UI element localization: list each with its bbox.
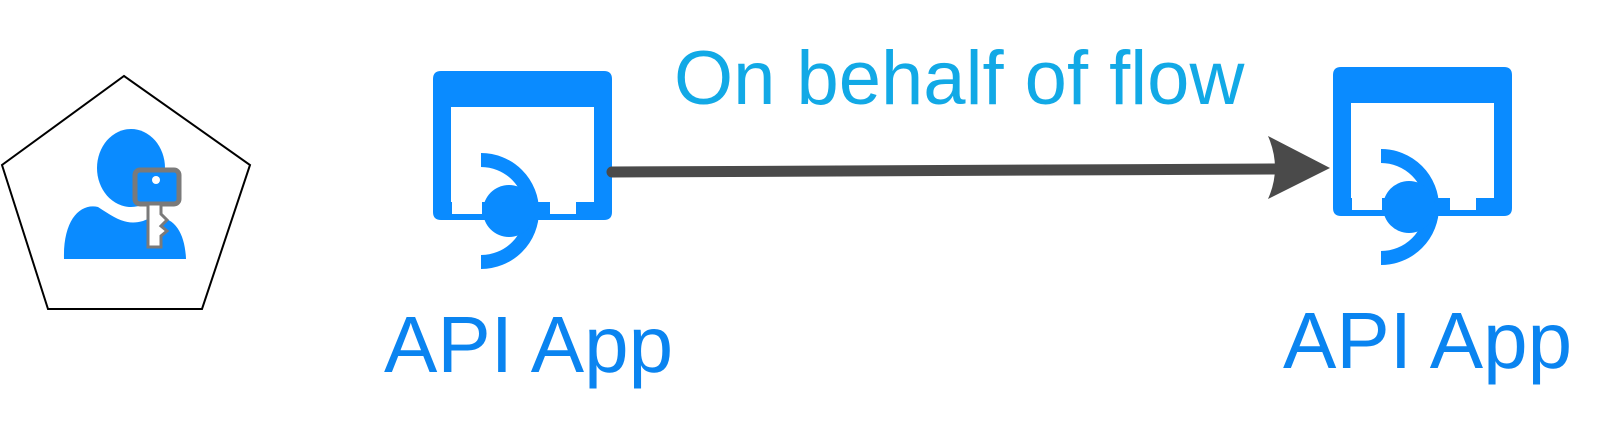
target-api-app[interactable]: API App: [1283, 67, 1572, 385]
source-api-app[interactable]: API App: [384, 71, 673, 389]
key-blade: [146, 202, 170, 249]
key-hole: [152, 176, 160, 184]
source-app-label: API App: [384, 300, 673, 389]
flow-arrow: [606, 136, 1330, 199]
key-bow: [132, 167, 182, 207]
flow-label: On behalf of flow: [674, 36, 1245, 121]
flow-arrowhead: [1268, 136, 1330, 199]
api-app-icon: [433, 71, 612, 269]
target-app-label: API App: [1283, 296, 1572, 385]
flow-arrow-line: [606, 163, 1282, 178]
api-app-icon: [1333, 67, 1512, 265]
user-with-key-icon: [63, 129, 186, 259]
user-node[interactable]: [0, 74, 252, 310]
